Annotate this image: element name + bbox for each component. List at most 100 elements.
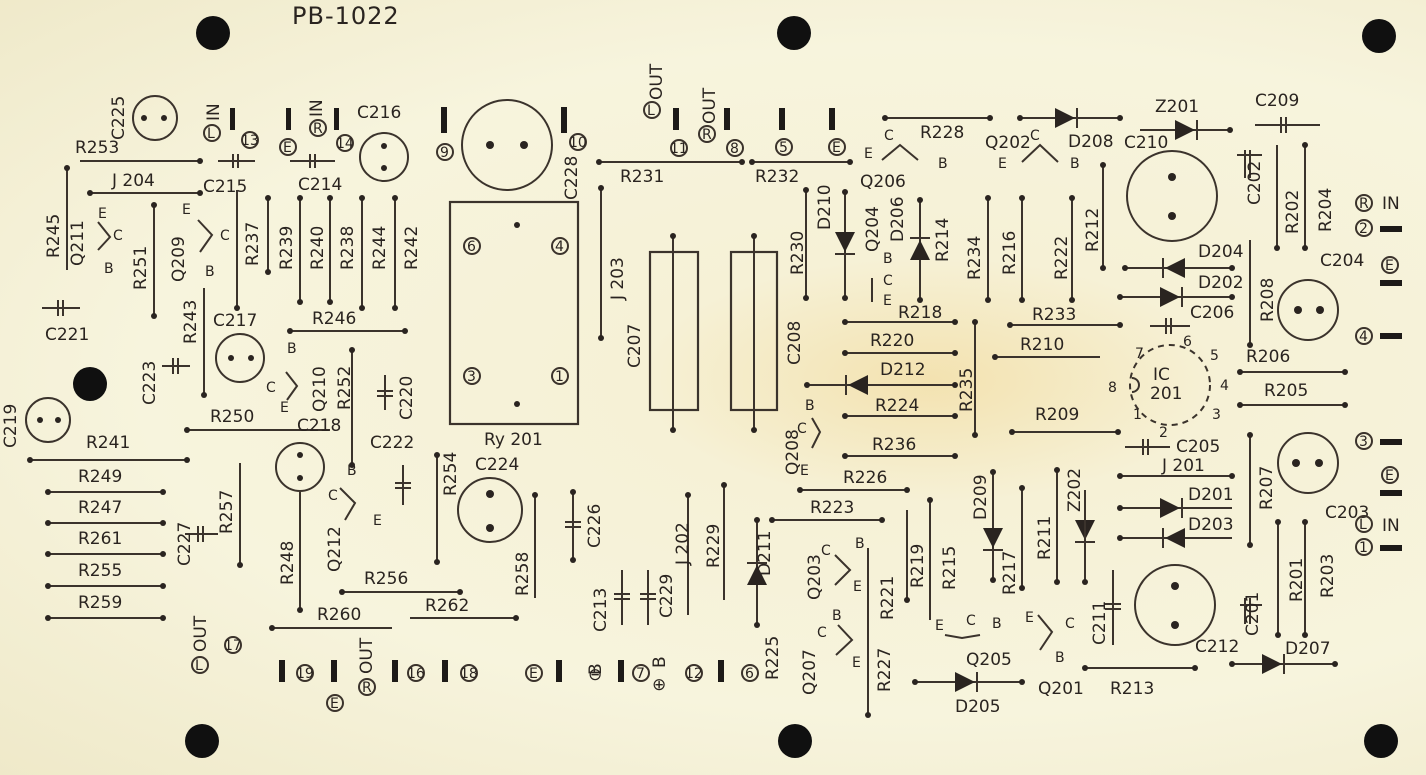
left-resistor-stack: [27, 457, 190, 621]
q206-c: C: [884, 128, 894, 144]
r233-label: R233: [1032, 305, 1076, 325]
c202-label: C202: [1245, 161, 1265, 205]
board-model-label: PB-1022: [292, 2, 400, 30]
r258-label: R258: [513, 552, 533, 596]
c214-label: C214: [298, 175, 342, 195]
q212-e: E: [373, 513, 382, 529]
q205-e: E: [935, 618, 944, 634]
q208-label: Q208: [783, 429, 803, 475]
r248-label: R248: [278, 541, 298, 585]
ic-label-top: IC: [1153, 365, 1170, 385]
c217-label: C217: [213, 311, 257, 331]
q208-c: C: [797, 421, 807, 437]
d211-label: D211: [755, 530, 775, 576]
r223-label: R223: [810, 498, 854, 518]
q202-b: B: [1070, 156, 1080, 172]
q207-e: E: [852, 655, 861, 671]
c216-label: C216: [357, 103, 401, 123]
r238-label: R238: [338, 226, 358, 270]
terminal-2: 2: [1359, 221, 1368, 237]
ic-label-bottom: 201: [1150, 384, 1182, 404]
r231-label: R231: [620, 167, 664, 187]
r242-label: R242: [402, 226, 422, 270]
r213-label: R213: [1110, 679, 1154, 699]
q212-c: C: [328, 488, 338, 504]
q202-c: C: [1030, 128, 1040, 144]
r-out-top-label: OUT: [700, 87, 720, 124]
q211-b: B: [104, 261, 114, 277]
q203-label: Q203: [805, 554, 825, 600]
r-circle-top: R: [702, 127, 712, 143]
r203-label: R203: [1318, 554, 1338, 598]
r251-label: R251: [131, 246, 151, 290]
r-in-right-label: IN: [1382, 194, 1400, 214]
terminal-1: 1: [1359, 540, 1368, 556]
r212-label: R212: [1083, 208, 1103, 252]
terminal-3: 3: [1359, 434, 1368, 450]
terminal-11: 11: [670, 141, 688, 157]
r216-label: R216: [1000, 231, 1020, 275]
q201-e: E: [1025, 610, 1034, 626]
q204-e: E: [883, 293, 892, 309]
r204-label: R204: [1316, 188, 1336, 232]
r211-label: R211: [1035, 516, 1055, 560]
r215-label: R215: [940, 546, 960, 590]
r249-label: R249: [78, 467, 122, 487]
l-circle-top: L: [647, 103, 655, 119]
e-terminal-top: E: [832, 140, 841, 156]
e-terminal-right-2: E: [1385, 468, 1394, 484]
r220-label: R220: [870, 331, 914, 351]
j201-label: J 201: [1161, 456, 1205, 476]
q207-b: B: [832, 608, 842, 624]
r219-label: R219: [908, 544, 928, 588]
relay-label: Ry 201: [484, 430, 543, 450]
e-terminal-left: E: [283, 140, 292, 156]
e-terminal-right-1: E: [1385, 258, 1394, 274]
q207-label: Q207: [800, 649, 820, 695]
c220-label: C220: [397, 376, 417, 420]
r245-label: R245: [44, 214, 64, 258]
terminal-13: 13: [241, 133, 259, 149]
c210-label: C210: [1124, 133, 1168, 153]
c207-label: C207: [625, 324, 645, 368]
r201-label: R201: [1287, 558, 1307, 602]
c227-label: C227: [175, 522, 195, 566]
r254-label: R254: [441, 452, 461, 496]
terminal-9: 9: [440, 145, 449, 161]
resistor-column-top: [234, 190, 398, 311]
r214-label: R214: [933, 218, 953, 262]
e-terminal-bottom: E: [330, 696, 339, 712]
r221-label: R221: [878, 576, 898, 620]
r246-label: R246: [312, 309, 356, 329]
q208-e: E: [800, 463, 809, 479]
terminal-12: 12: [685, 666, 703, 682]
d203-label: D203: [1188, 515, 1234, 535]
r235-label: R235: [957, 368, 977, 412]
terminal-19: 19: [296, 666, 314, 682]
d210-label: D210: [815, 184, 835, 230]
l-out-circle: L: [195, 658, 203, 674]
l-circle-right: L: [1359, 517, 1367, 533]
q211-c: C: [113, 228, 123, 244]
q203-c: C: [821, 543, 831, 559]
ic-pin-3: 3: [1212, 407, 1221, 423]
c222-label: C222: [370, 433, 414, 453]
c224-label: C224: [475, 455, 519, 475]
r253-label: R253: [75, 138, 119, 158]
l-in-circle: L: [207, 126, 215, 142]
q210-b: B: [287, 341, 297, 357]
q204-label: Q204: [863, 206, 883, 252]
d202-label: D202: [1198, 273, 1244, 293]
r256-label: R256: [364, 569, 408, 589]
r261-label: R261: [78, 529, 122, 549]
r232-label: R232: [755, 167, 799, 187]
r241-label: R241: [86, 433, 130, 453]
q209-label: Q209: [169, 236, 189, 282]
q205-c: C: [966, 613, 976, 629]
q209-c: C: [220, 228, 230, 244]
c215-label: C215: [203, 177, 247, 197]
c218-label: C218: [297, 416, 341, 436]
j203-label: J 203: [608, 257, 628, 301]
